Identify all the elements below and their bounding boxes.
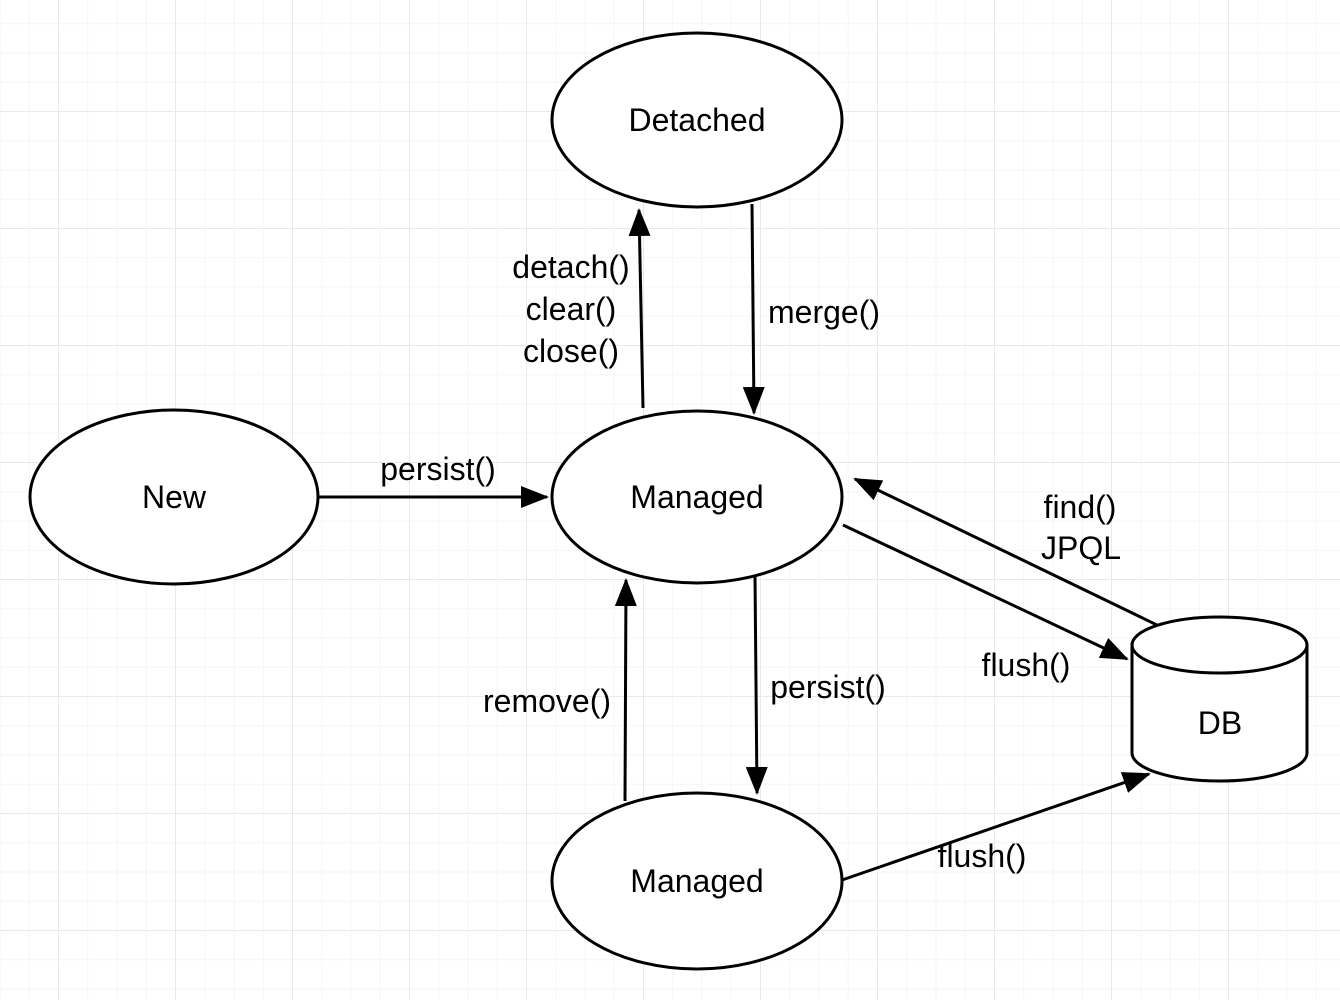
state-detached[interactable]: Detached (550, 31, 844, 209)
edge-label-detach: detach() (512, 249, 629, 285)
edge-label-close: close() (523, 333, 619, 369)
state-managed-bottom[interactable]: Managed (550, 791, 844, 971)
state-detached-ellipse[interactable] (550, 31, 844, 209)
edge-label-flush-mid: flush() (982, 647, 1071, 683)
edge-label-remove: remove() (483, 683, 611, 719)
edge-label-jpql: JPQL (1041, 530, 1121, 566)
edge-label-flush-bottom: flush() (938, 838, 1027, 874)
state-detached-label: Detached (629, 102, 766, 138)
edge-label-persist-new-to-managed: persist() (380, 451, 496, 487)
state-managed-center-label: Managed (630, 479, 763, 515)
edge-remove-bottom-to-managed[interactable] (614, 578, 637, 802)
db-cylinder-body[interactable] (1130, 643, 1309, 783)
state-managed-bottom-label: Managed (630, 863, 763, 899)
state-new[interactable]: New (28, 408, 320, 586)
edge-label-clear: clear() (526, 291, 617, 327)
state-new-label: New (142, 479, 207, 515)
edge-label-persist-down: persist() (770, 669, 886, 705)
state-managed-bottom-ellipse[interactable] (550, 791, 844, 971)
edge-find-db-to-managed[interactable] (853, 477, 1158, 627)
edge-merge-detached-to-managed[interactable] (742, 203, 765, 415)
db-label: DB (1198, 705, 1242, 741)
edge-label-merge: merge() (768, 294, 880, 330)
edge-persist-managed-to-bottom[interactable] (745, 575, 768, 795)
state-managed-center-ellipse[interactable] (550, 409, 844, 585)
edge-detach-managed-to-detached[interactable] (628, 208, 651, 409)
edge-flush-bottom-to-db[interactable] (841, 772, 1151, 882)
db-cylinder[interactable]: DB (1130, 615, 1309, 783)
db-cylinder-top[interactable] (1130, 615, 1309, 675)
state-managed-center[interactable]: Managed (550, 409, 844, 585)
edge-label-find: find() (1044, 489, 1117, 525)
edge-flush-managed-to-db[interactable] (842, 523, 1129, 661)
state-new-ellipse[interactable] (28, 408, 320, 586)
